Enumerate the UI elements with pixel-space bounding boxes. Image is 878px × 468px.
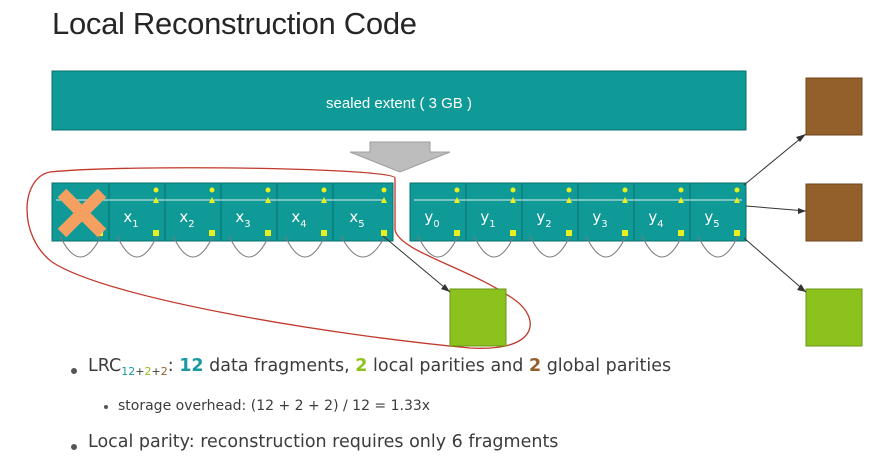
lrc-subscript: 12+2+2 — [121, 365, 167, 378]
lrc-sub-plus-1: + — [135, 365, 145, 378]
x-fragment-label: x1 — [123, 208, 138, 230]
local-parity-box-y — [805, 288, 863, 347]
x-fragment-group — [51, 182, 394, 242]
global-parity-arrowhead-2-icon — [798, 208, 806, 214]
fragment-node-dot — [209, 187, 215, 193]
local-parity-y-arrow — [743, 237, 807, 293]
fragment-node-dot — [265, 187, 271, 193]
sealed-extent-bar — [51, 70, 747, 131]
reconstruction-arc — [116, 235, 158, 258]
reconstruction-arc — [59, 235, 102, 258]
reconstruction-arc — [172, 235, 214, 258]
down-arrow-icon — [349, 141, 451, 173]
fragment-node-square — [454, 230, 460, 236]
fragment-node-square — [153, 230, 159, 236]
fragment-node-square — [510, 230, 516, 236]
y-fragment-label: y5 — [704, 208, 719, 230]
local-parity-box — [449, 288, 507, 347]
fragment-node-triangle — [510, 197, 516, 203]
fragment-node-dot — [566, 187, 572, 193]
fragment-node-dot — [622, 187, 628, 193]
bullet-dot — [71, 368, 77, 374]
slide-title: Local Reconstruction Code — [52, 6, 417, 41]
y-fragment-label: y1 — [480, 208, 495, 230]
fragment-node-square — [209, 230, 215, 236]
lrc-sub-local: 2 — [144, 365, 152, 378]
lrc-sub-data: 12 — [121, 365, 136, 378]
reconstruction-arc — [697, 235, 739, 258]
x-fragment-label: x3 — [235, 208, 250, 230]
local-group-highlight-loop — [26, 167, 531, 349]
fragment-node-triangle — [734, 197, 740, 203]
reconstruction-arc — [641, 235, 683, 258]
sealed-extent-label: sealed extent ( 3 GB ) — [326, 95, 472, 112]
fragment-node-dot — [454, 187, 460, 193]
reconstruction-arc — [284, 235, 326, 258]
fragment-node-square — [321, 230, 327, 236]
fragment-node-square — [734, 230, 740, 236]
local-parity-arrow — [382, 235, 451, 293]
fragment-node-triangle — [321, 197, 327, 203]
data-count: 12 — [179, 356, 204, 376]
local-count: 2 — [355, 356, 368, 376]
lrc-colon: : — [167, 356, 174, 376]
bullet-dot — [71, 444, 77, 450]
y-fragment-label: y3 — [592, 208, 607, 230]
lrc-sub-plus-2: + — [151, 365, 161, 378]
fragment-node-dot — [510, 187, 516, 193]
fragment-node-triangle — [153, 197, 159, 203]
fragment-node-dot — [734, 187, 740, 193]
bullet-storage-overhead: storage overhead: (12 + 2 + 2) / 12 = 1.… — [118, 398, 431, 414]
reconstruction-arc — [529, 235, 571, 258]
x-fragment-label: x4 — [291, 208, 306, 230]
reconstruction-arc — [473, 235, 515, 258]
reconstruction-arc — [585, 235, 627, 258]
global-parity-box-1 — [805, 77, 863, 136]
failed-fragment-x-icon — [57, 188, 107, 238]
fragment-node-triangle — [678, 197, 684, 203]
global-parity-arrow-2 — [745, 205, 807, 212]
lrc-label: LRC — [88, 356, 122, 376]
fragment-node-triangle — [209, 197, 215, 203]
fragment-node-square — [381, 230, 387, 236]
global-count: 2 — [528, 356, 542, 376]
local-parity-y-arrowhead-icon — [797, 284, 806, 292]
global-parity-box-2 — [805, 183, 863, 242]
fragment-node-square — [265, 230, 271, 236]
fragment-node-dot — [153, 187, 159, 193]
x-fragment-label: x5 — [349, 208, 364, 230]
global-parity-arrow-1 — [743, 133, 807, 186]
reconstruction-arc — [340, 235, 386, 258]
data-text: data fragments, — [203, 356, 356, 376]
local-parity-arrowhead-icon — [441, 284, 450, 292]
reconstruction-arc — [417, 235, 459, 258]
fragment-node-dot — [678, 187, 684, 193]
fragment-node-dot — [321, 187, 327, 193]
local-text: local parities and — [367, 356, 529, 376]
fragment-node-triangle — [381, 197, 387, 203]
y-fragment-label: y0 — [424, 208, 439, 230]
fragment-node-triangle — [566, 197, 572, 203]
sub-bullet-dot — [104, 405, 108, 409]
global-parity-arrowhead-1-icon — [796, 134, 806, 142]
fragment-node-triangle — [265, 197, 271, 203]
fragment-node-square — [678, 230, 684, 236]
reconstruction-arc — [228, 235, 270, 258]
y-fragment-label: y4 — [648, 208, 663, 230]
bullet-lrc-summary: LRC12+2+2: 12 data fragments, 2 local pa… — [88, 356, 671, 378]
bullet-local-parity: Local parity: reconstruction requires on… — [88, 432, 559, 452]
fragment-node-square — [622, 230, 628, 236]
global-text: global parities — [541, 356, 672, 376]
y-fragment-label: y2 — [536, 208, 551, 230]
fragment-node-dot — [381, 187, 387, 193]
x-fragment-label: x2 — [179, 208, 194, 230]
lrc-diagram: sealed extent ( 3 GB ) x1 x2 x3 x4 x5 y0 y1 y2… — [26, 70, 863, 349]
fragment-node-square — [566, 230, 572, 236]
fragment-node-triangle — [454, 197, 460, 203]
fragment-node-triangle — [622, 197, 628, 203]
lrc-sub-global: 2 — [160, 365, 168, 378]
